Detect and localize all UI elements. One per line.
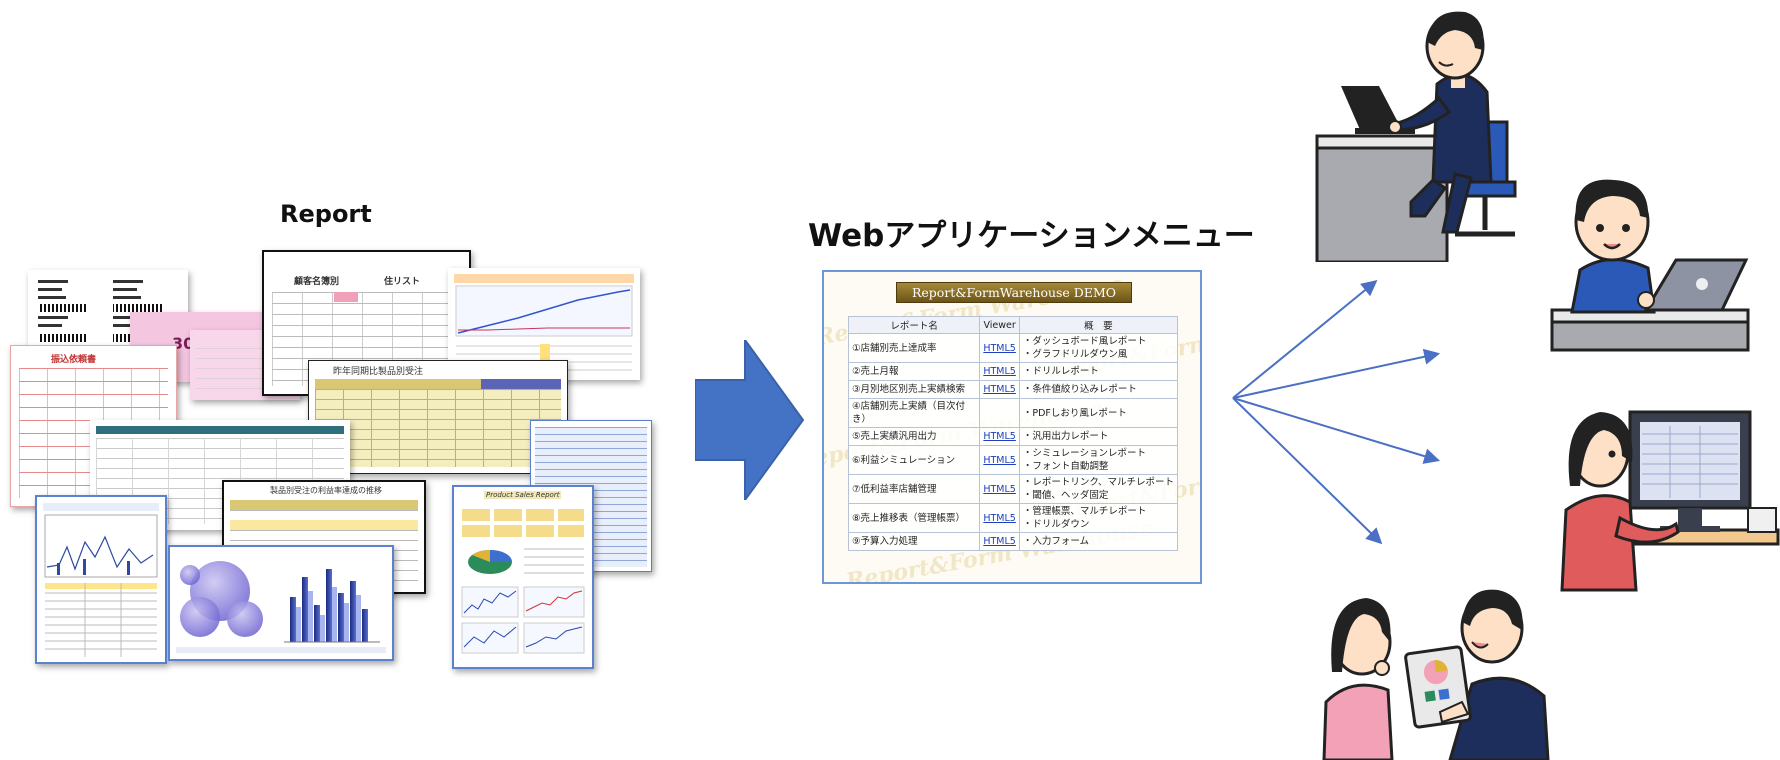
- summary-line: ・シミュレーションレポート: [1022, 448, 1146, 459]
- office-worker-illustration: [1315, 11, 1517, 262]
- boy-laptop-illustration: [1550, 179, 1750, 352]
- profit-trend-title: 製品別受注の利益率達成の推移: [270, 486, 382, 495]
- report-name-cell: ⑧売上推移表（管理帳票）: [847, 503, 981, 533]
- arrow-to-tablet-pair: [1232, 397, 1383, 545]
- viewer-link[interactable]: HTML5: [979, 362, 1020, 381]
- arrow-to-woman-desktop: [1232, 397, 1441, 464]
- fanout-arrows: [1232, 279, 1441, 545]
- report-name-cell: ⑤売上実績汎用出力: [847, 427, 981, 446]
- web-app-menu-panel: Report&Form Warehouse Report&Form Wareho…: [822, 270, 1202, 584]
- table-row[interactable]: ④店舗別売上実績（目次付き） ・PDFしおり風レポート: [847, 398, 1179, 428]
- viewer-link[interactable]: HTML5: [979, 427, 1020, 446]
- summary-line: ・汎用出力レポート: [1022, 431, 1109, 442]
- report-collage: 30-0005 振込依頼書 顧客名簿別 住リスト 昨年同期比製品別受注: [0, 0, 660, 700]
- tablet-pair-illustration: [1322, 589, 1550, 760]
- summary-line: ・ドリルダウン: [1022, 519, 1090, 530]
- arrow-to-office-worker: [1232, 279, 1378, 399]
- summary-cell: ・入力フォーム: [1018, 532, 1179, 551]
- summary-line: ・入力フォーム: [1022, 536, 1090, 547]
- summary-line: ・条件値絞り込みレポート: [1022, 384, 1137, 395]
- header-report-name: レポート名: [847, 316, 981, 334]
- line-chart-panel: [35, 495, 167, 664]
- report-name-cell: ④店舗別売上実績（目次付き）: [847, 398, 981, 428]
- summary-cell: ・条件値絞り込みレポート: [1018, 380, 1179, 399]
- flow-arrow-icon: [695, 340, 805, 500]
- report-name-cell: ②売上月報: [847, 362, 981, 381]
- viewer-link[interactable]: HTML5: [979, 503, 1020, 533]
- header-viewer: Viewer: [979, 316, 1020, 334]
- report-name-cell: ①店舗別売上達成率: [847, 333, 981, 363]
- summary-line: ・閾値、ヘッダ固定: [1022, 490, 1109, 501]
- report-name-cell: ⑥利益シミュレーション: [847, 445, 981, 475]
- summary-line: ・フォント自動調整: [1022, 461, 1109, 472]
- summary-cell: ・ドリルレポート: [1018, 362, 1179, 381]
- summary-line: ・管理帳票、マルチレポート: [1022, 506, 1147, 517]
- table-row[interactable]: ⑧売上推移表（管理帳票）HTML5・管理帳票、マルチレポート・ドリルダウン: [847, 503, 1179, 533]
- product-sales-title: 昨年同期比製品別受注: [333, 367, 424, 377]
- bubble-bar-chart-panel: [168, 545, 394, 661]
- summary-line: ・ダッシュボード風レポート: [1022, 336, 1147, 347]
- summary-line: ・グラフドリルダウン風: [1022, 349, 1128, 360]
- customer-list-title: 顧客名簿別: [294, 277, 340, 287]
- header-summary: 概 要: [1018, 316, 1179, 334]
- product-sales-table: 昨年同期比製品別受注: [308, 360, 568, 474]
- demo-banner: Report&FormWarehouse DEMO: [896, 282, 1132, 303]
- summary-line: ・PDFしおり風レポート: [1022, 407, 1127, 419]
- customer-list-title-2: 住リスト: [384, 277, 421, 287]
- viewer-link[interactable]: HTML5: [979, 474, 1020, 504]
- sales-dashboard-title: Product Sales Report: [484, 491, 562, 499]
- summary-cell: ・ダッシュボード風レポート・グラフドリルダウン風: [1018, 333, 1179, 363]
- summary-cell: ・PDFしおり風レポート: [1018, 398, 1179, 428]
- viewer-link[interactable]: HTML5: [979, 333, 1020, 363]
- summary-line: ・ドリルレポート: [1022, 366, 1099, 377]
- summary-cell: ・レポートリンク、マルチレポート・閾値、ヘッダ固定: [1018, 474, 1179, 504]
- arrow-to-boy-laptop: [1232, 348, 1441, 399]
- woman-desktop-illustration: [1560, 410, 1780, 592]
- table-header-row: レポート名 Viewer 概 要: [847, 316, 1179, 334]
- report-label: Report: [280, 200, 372, 228]
- viewer-link[interactable]: HTML5: [979, 380, 1020, 399]
- summary-cell: ・シミュレーションレポート・フォント自動調整: [1018, 445, 1179, 475]
- viewer-link[interactable]: HTML5: [979, 445, 1020, 475]
- summary-cell: ・汎用出力レポート: [1018, 427, 1179, 446]
- report-name-cell: ③月別地区別売上実績検索: [847, 380, 981, 399]
- menu-title: Webアプリケーションメニュー: [808, 218, 1255, 254]
- sales-dashboard: Product Sales Report: [452, 485, 594, 669]
- viewer-link[interactable]: HTML5: [979, 532, 1020, 551]
- summary-line: ・レポートリンク、マルチレポート: [1022, 477, 1174, 488]
- viewer-link: [979, 398, 1020, 428]
- invoice-title: 振込依頼書: [51, 355, 97, 365]
- summary-cell: ・管理帳票、マルチレポート・ドリルダウン: [1018, 503, 1179, 533]
- report-name-cell: ⑨予算入力処理: [847, 532, 981, 551]
- report-name-cell: ⑦低利益率店舗管理: [847, 474, 981, 504]
